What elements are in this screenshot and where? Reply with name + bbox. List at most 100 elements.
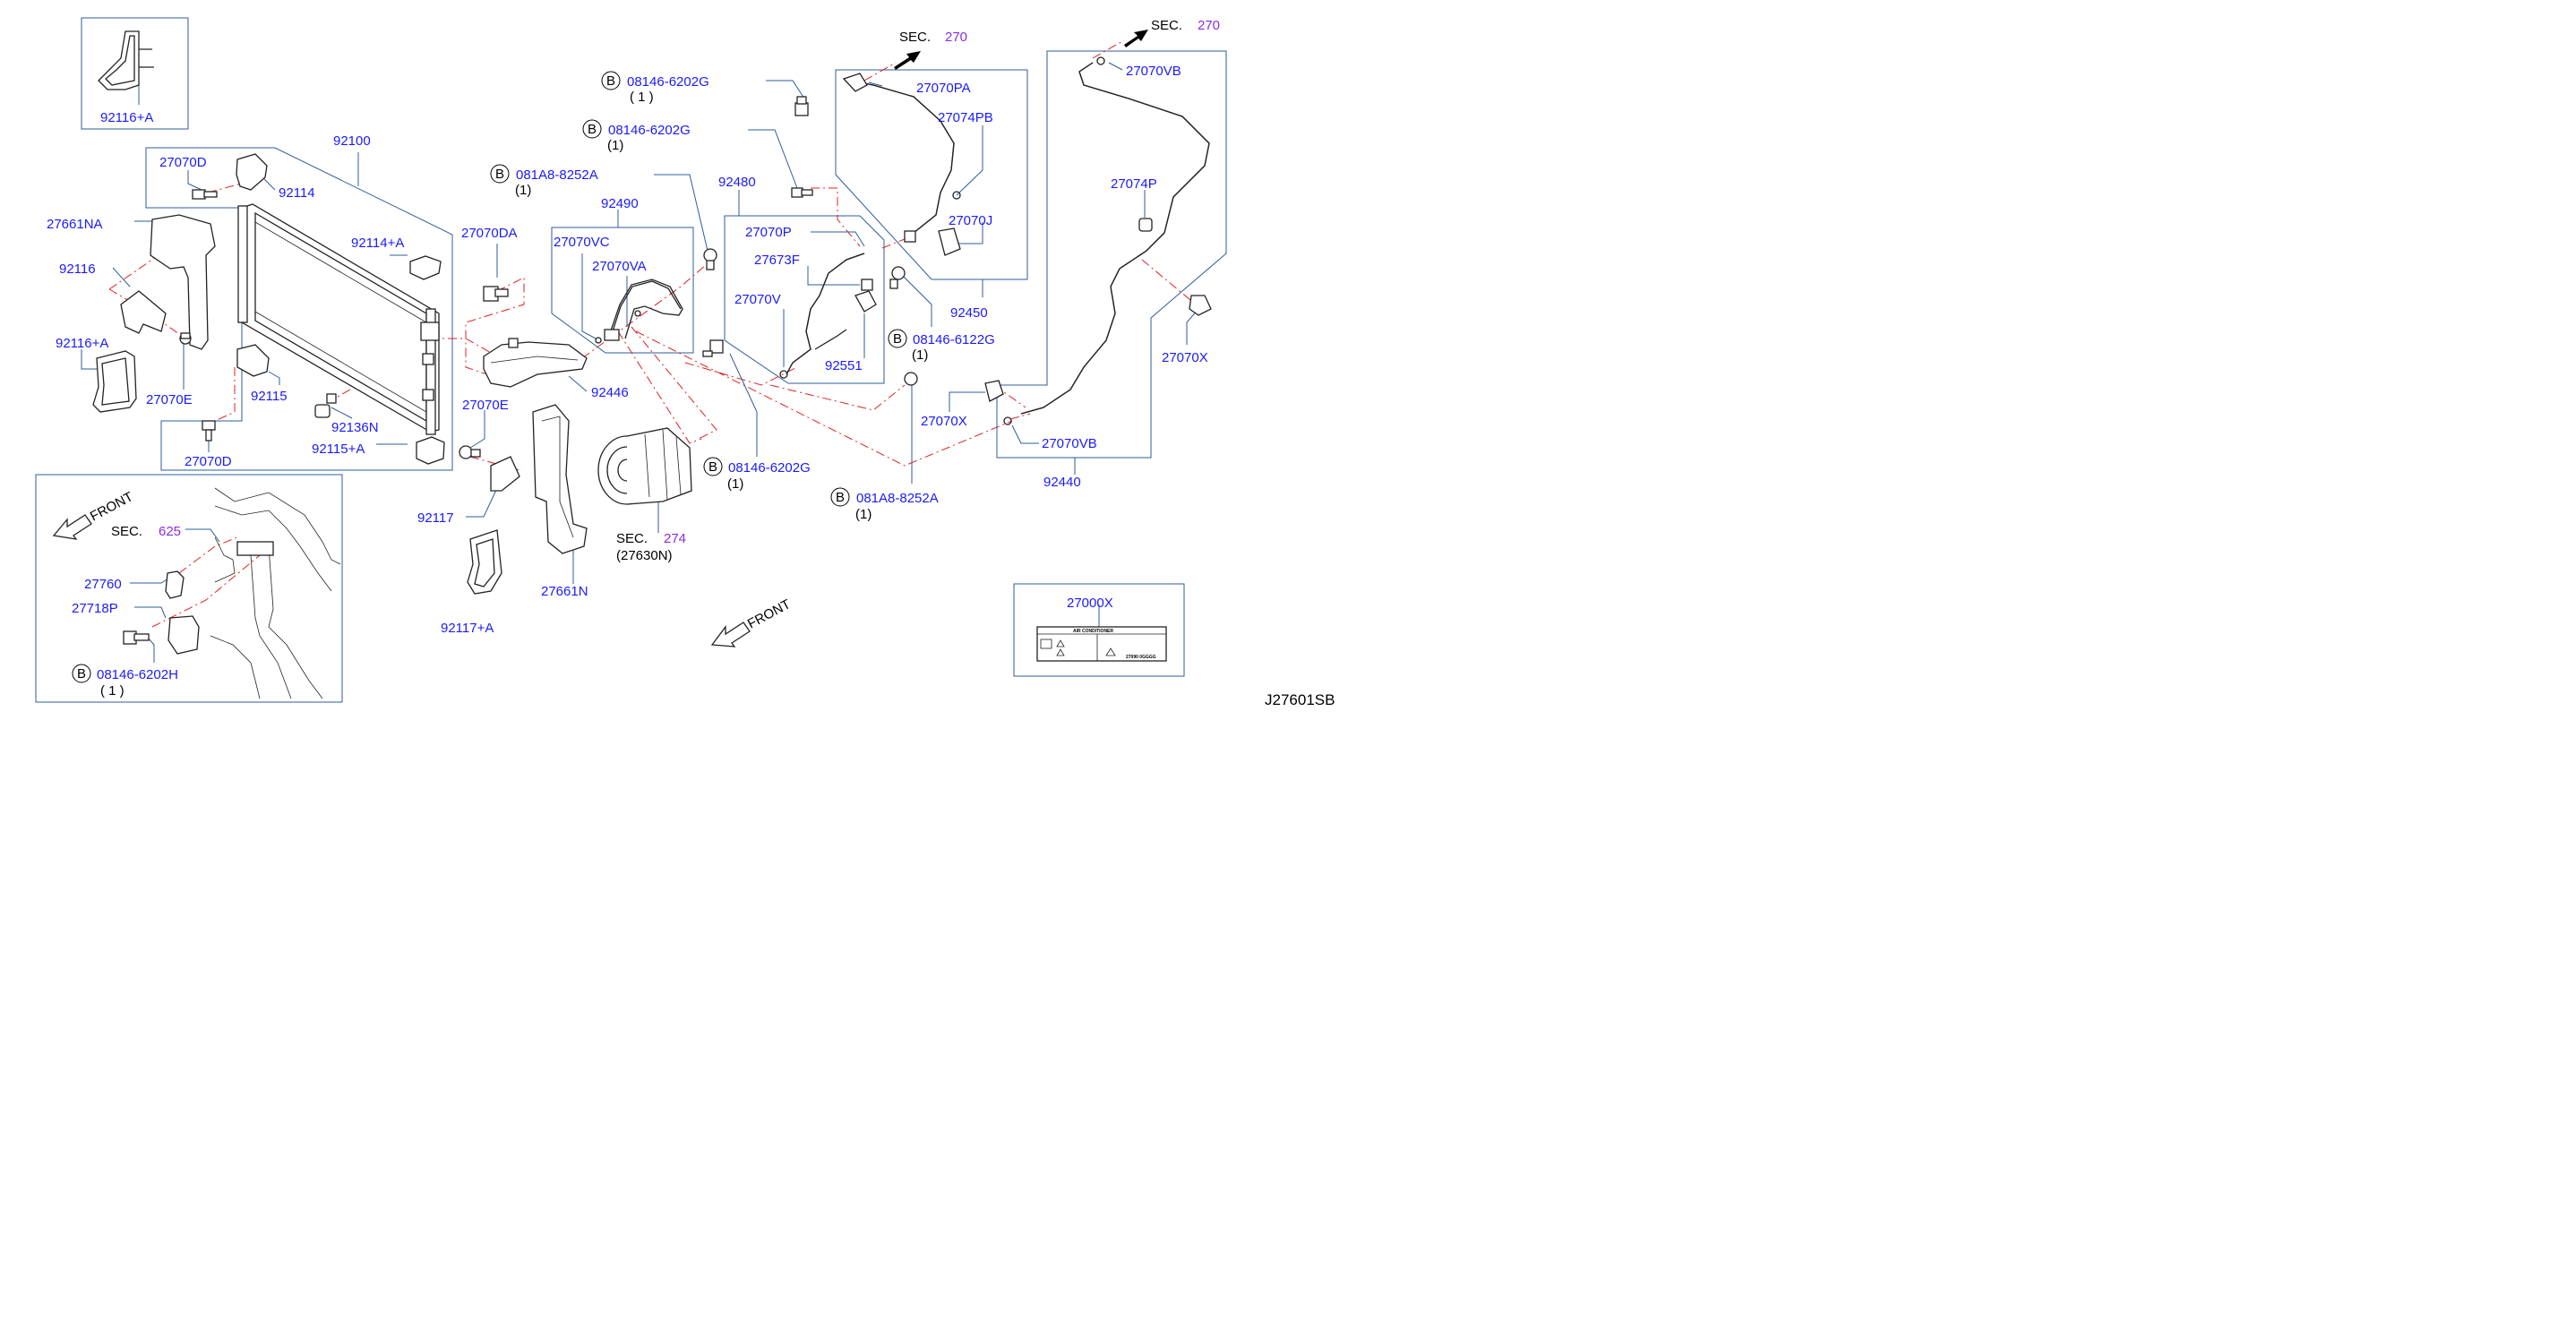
svg-text:274: 274 — [664, 531, 686, 546]
callout-27070x-right: 27070X — [1162, 350, 1208, 365]
ac-label-code: 27090 0GGGG — [1126, 655, 1156, 660]
callout-27673f: 27673F — [754, 253, 800, 268]
bolt-b6 — [904, 372, 918, 386]
bolt-b4 — [889, 266, 906, 289]
callout-27070v: 27070V — [734, 292, 781, 307]
callout-92551: 92551 — [825, 358, 863, 373]
centerline-to-bolt-b6 — [635, 330, 1013, 467]
bolt-badge: B — [495, 167, 504, 182]
callout-27070d-top: 27070D — [159, 155, 207, 170]
bolt-badge: B — [708, 459, 717, 475]
centerline-compressor-right — [631, 326, 717, 440]
callout-27070e-mid: 27070E — [462, 398, 509, 413]
bolt-callout-b4: B 08146-6122G (1) — [888, 329, 995, 363]
group-bolt-callouts: B 08146-6202G ( 1 ) B 08146-6202G (1) B … — [72, 71, 995, 699]
centerline-inset-27760 — [178, 536, 238, 574]
callout-27070j: 27070J — [949, 213, 992, 228]
pipe-92440 — [984, 56, 1212, 425]
condenser-92100 — [237, 203, 440, 435]
centerline-27070vb-bot — [1009, 413, 1031, 420]
bolt-27070d-bottom — [202, 420, 216, 442]
group-sections: SEC. 270 SEC. 270 SEC. 274 SEC. 625 — [111, 18, 1220, 546]
callout-27070pa: 27070PA — [916, 81, 971, 96]
centerline-27070da — [465, 277, 525, 377]
callout-27070da: 27070DA — [461, 226, 518, 241]
ac-label-card: AIR CONDITIONER 27090 0GGGG — [1036, 626, 1167, 662]
clip-92115a — [416, 436, 445, 465]
callout-27070vb-bottom: 27070VB — [1042, 436, 1097, 451]
bolt-27070da — [483, 286, 509, 302]
seal-92117a — [467, 529, 502, 595]
bolt-quantity: ( 1 ) — [100, 683, 125, 699]
callout-92446: 92446 — [591, 385, 629, 400]
compressor — [597, 427, 692, 505]
svg-text:270: 270 — [1198, 18, 1220, 33]
hose-92490 — [595, 279, 683, 344]
bolt-badge: B — [588, 122, 597, 137]
arrow-sec-270-right — [1124, 30, 1148, 47]
centerline-27070vb-top — [1092, 39, 1125, 59]
bracket-92116 — [120, 290, 167, 334]
bracket-92117 — [490, 456, 520, 492]
svg-text:SEC.: SEC. — [899, 30, 931, 45]
callout-92115a: 92115+A — [312, 442, 365, 457]
callout-92480: 92480 — [718, 175, 756, 190]
callout-27000x: 27000X — [1067, 596, 1113, 611]
callout-92136n: 92136N — [331, 420, 379, 435]
bolt-b3 — [703, 248, 717, 270]
clip-92114a — [409, 255, 442, 280]
frame-92100-condenser — [145, 147, 453, 471]
svg-text:SEC.: SEC. — [1151, 18, 1182, 33]
bolt-part-number: 081A8-8252A — [856, 491, 939, 506]
centerline-92480-bolt — [684, 362, 798, 386]
callout-92116: 92116 — [59, 262, 96, 277]
bolts-b — [123, 96, 918, 645]
bolt-badge: B — [77, 666, 86, 682]
bolt-quantity: ( 1 ) — [630, 90, 654, 105]
group-frames — [35, 17, 1227, 703]
frame-92490-hose — [551, 227, 694, 354]
bolt-27070e-left — [179, 332, 192, 345]
frame-92450-pipe — [835, 69, 1028, 280]
bolt-quantity: (1) — [607, 138, 623, 153]
group-callouts: 92116+A 92100 27070D 92114 27661NA 92116… — [47, 64, 1208, 636]
callout-27661n: 27661N — [541, 584, 588, 599]
bracket-27661na — [150, 214, 216, 350]
callout-27074p: 27074P — [1111, 176, 1157, 192]
centerline-92115-27070d — [214, 367, 236, 422]
centerline-92446-92490 — [581, 259, 713, 359]
callout-27070vc: 27070VC — [554, 235, 610, 250]
front-label-main: FRONT — [745, 596, 794, 631]
callout-92116a-top: 92116+A — [100, 110, 153, 125]
section-ref-270-right: SEC. 270 — [1151, 18, 1220, 33]
seal-92116a — [92, 350, 137, 413]
callout-92117a: 92117+A — [441, 621, 494, 636]
pipe-92446 — [483, 338, 588, 388]
callout-27074pb: 27074PB — [938, 110, 993, 125]
inset-bracket-drawing — [165, 487, 341, 699]
callout-27630n: (27630N) — [616, 548, 673, 563]
bolt-badge: B — [836, 490, 845, 505]
bolt-b2 — [791, 187, 813, 198]
callout-92114a: 92114+A — [351, 236, 404, 251]
bolt-callout-b5: B 08146-6202G (1) — [703, 457, 811, 492]
bolt-part-number: 08146-6202H — [97, 667, 178, 682]
bolt-27070e-mid — [459, 445, 481, 459]
bolt-part-number: 081A8-8252A — [516, 167, 598, 183]
clip-92115 — [236, 344, 270, 377]
callout-27070va: 27070VA — [592, 259, 647, 274]
section-ref-274: SEC. 274 — [616, 531, 686, 546]
callout-92117: 92117 — [417, 510, 454, 526]
bolt-part-number: 08146-6202G — [608, 123, 691, 138]
bolt-part-number: 08146-6122G — [913, 332, 995, 347]
bolt-quantity: (1) — [912, 347, 928, 363]
callout-92114: 92114 — [279, 185, 315, 201]
bolt-callout-b6: B 081A8-8252A (1) — [830, 487, 939, 522]
bolt-callout-b1: B 08146-6202G ( 1 ) — [601, 71, 709, 105]
arrow-front-inset — [52, 514, 92, 540]
centerline-27070x-right — [1141, 259, 1197, 305]
callout-27070d-bottom: 27070D — [185, 454, 232, 469]
bolt-callout-b7: B 08146-6202H ( 1 ) — [72, 664, 178, 699]
bolt-badge: B — [893, 331, 902, 347]
svg-text:270: 270 — [945, 30, 967, 45]
